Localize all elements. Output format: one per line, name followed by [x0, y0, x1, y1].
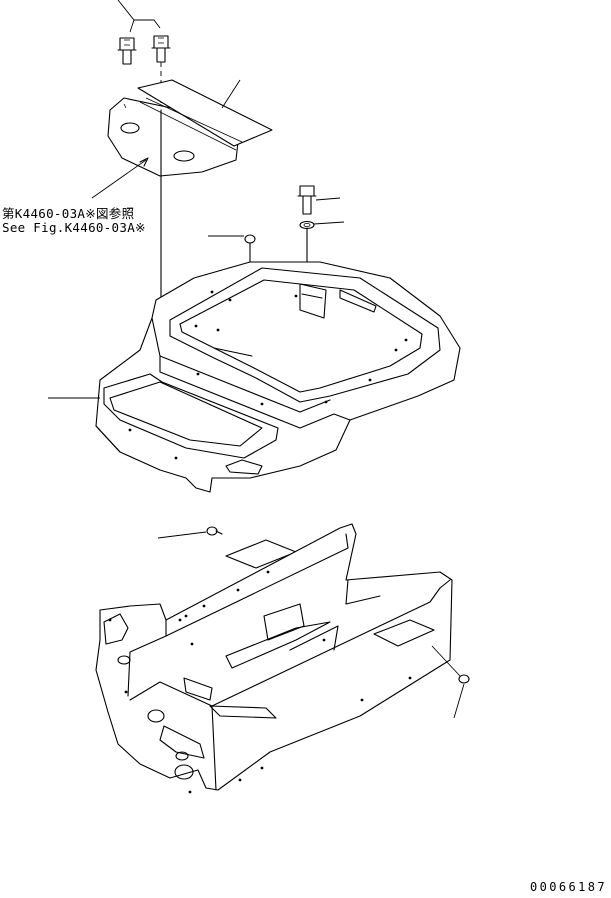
arrowhead — [139, 157, 149, 167]
bolt-icon — [117, 37, 137, 65]
reference-leader — [91, 159, 147, 199]
mounting-holes — [108, 570, 412, 794]
bolt-icon — [297, 185, 341, 215]
document-number: 00066187 — [530, 880, 607, 894]
bolt-icon — [151, 35, 171, 63]
reference-japanese: 第K4460-03A※図参照 — [2, 206, 135, 221]
base-frame — [95, 523, 470, 794]
bolt-pair-top — [117, 0, 171, 110]
plug-icon — [431, 645, 470, 719]
floor-frame — [48, 261, 461, 493]
plug-icon — [206, 526, 223, 536]
plug-icon — [208, 234, 256, 263]
reference-english: See Fig.K4460-03A※ — [2, 220, 146, 235]
washer-icon — [299, 220, 345, 230]
mounting-holes — [128, 290, 408, 460]
cover-plate — [107, 79, 273, 177]
